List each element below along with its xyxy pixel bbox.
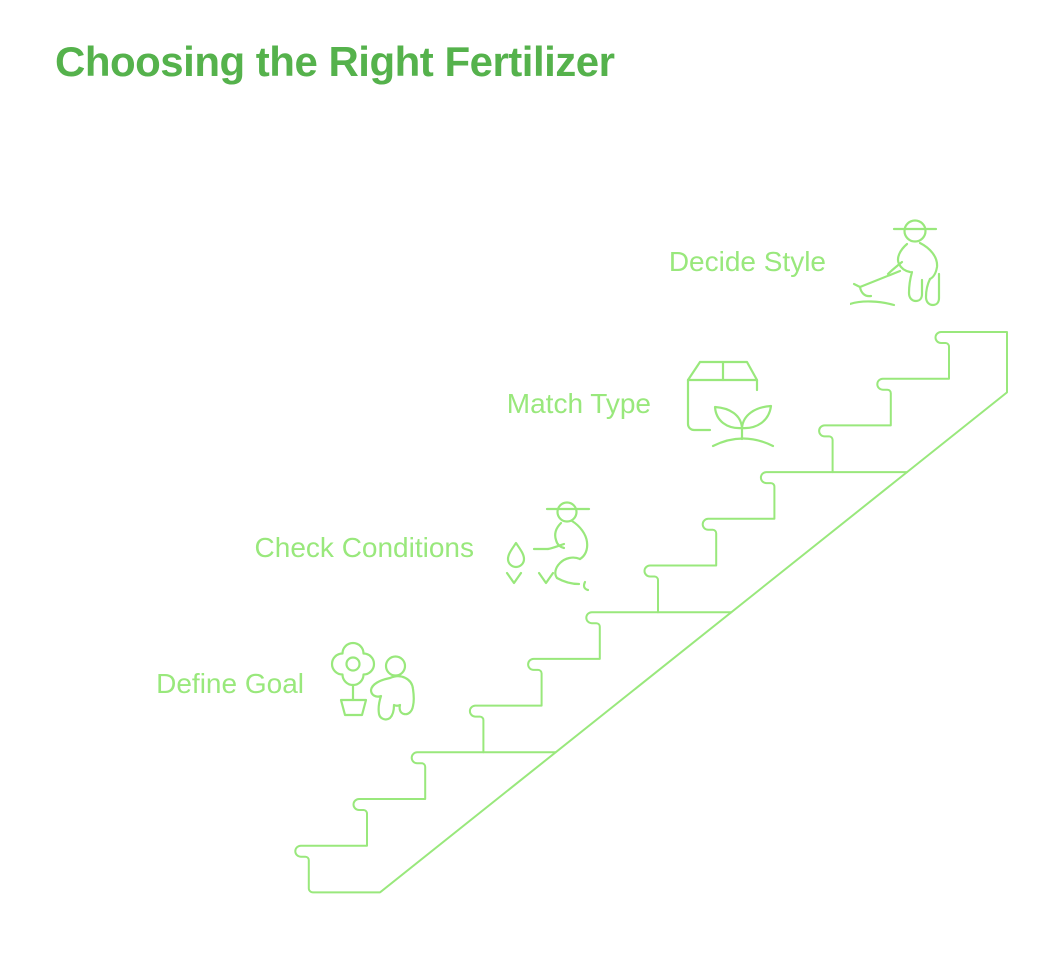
page-title: Choosing the Right Fertilizer [55,38,615,85]
step-row-check-conditions: Check Conditions [255,498,603,598]
step-row-match-type: Match Type [507,352,780,455]
step-row-define-goal: Define Goal [156,636,433,732]
step-label: Define Goal [156,668,304,699]
step-row-decide-style: Decide Style [669,212,950,312]
package-seedling-icon [686,360,775,448]
step-label: Decide Style [668,246,826,277]
raking-gardener-icon [850,219,941,307]
flower-pot-person-icon [330,641,415,721]
step-label: Match Type [506,387,651,419]
kneeling-gardener-droplet-icon [505,501,591,592]
step-label: Check Conditions [254,532,474,563]
